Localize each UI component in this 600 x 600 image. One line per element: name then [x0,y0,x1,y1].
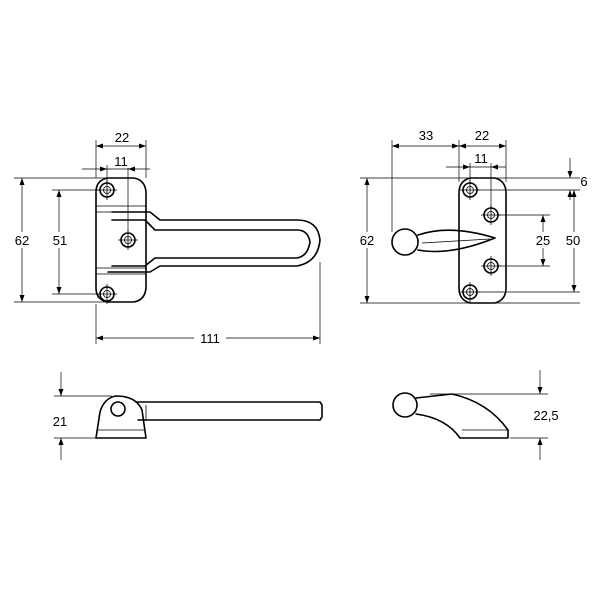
dim-label-side-inner-holes: 25 [536,233,550,248]
dim-label-side-offset: 33 [419,128,433,143]
front-dimensions [14,140,321,344]
dim-label-side-top-offset: 6 [580,174,587,189]
dim-label-front-height: 62 [15,233,29,248]
dim-label-front-hole-spacing: 11 [114,154,128,169]
profile-view-keeper [392,392,509,439]
dim-label-side-height: 62 [360,233,374,248]
front-u-bar-inner [111,219,311,267]
front-u-bar [107,211,321,273]
profile-guard-arm [135,401,323,421]
profile-guard-body [95,395,147,439]
profile-keeper-body [415,393,509,439]
profile-keeper-knob [392,392,418,418]
dim-label-side-width: 22 [475,128,489,143]
side-lever [417,229,496,253]
front-screw-hole-middle [118,230,138,250]
dim-label-front-length: 111 [200,331,220,346]
side-screw-hole-3 [481,256,501,276]
profile-guard-dimension [54,372,112,460]
dim-label-profile-guard-height: 21 [53,414,67,429]
front-view-guard [95,177,321,304]
dim-label-profile-keeper-height: 22,5 [533,408,558,423]
profile-pivot [110,401,126,417]
dim-label-side-outer-holes: 50 [566,233,580,248]
side-dimensions [360,140,580,304]
side-view-keeper [391,177,507,304]
front-base-plate [95,177,147,303]
side-ball-knob [391,228,419,256]
dim-label-front-hole-height: 51 [53,233,67,248]
profile-keeper-dimension [430,370,548,460]
dim-label-front-width: 22 [115,130,129,145]
dim-label-side-hole-spacing: 11 [474,151,488,166]
profile-view-guard [95,395,323,439]
